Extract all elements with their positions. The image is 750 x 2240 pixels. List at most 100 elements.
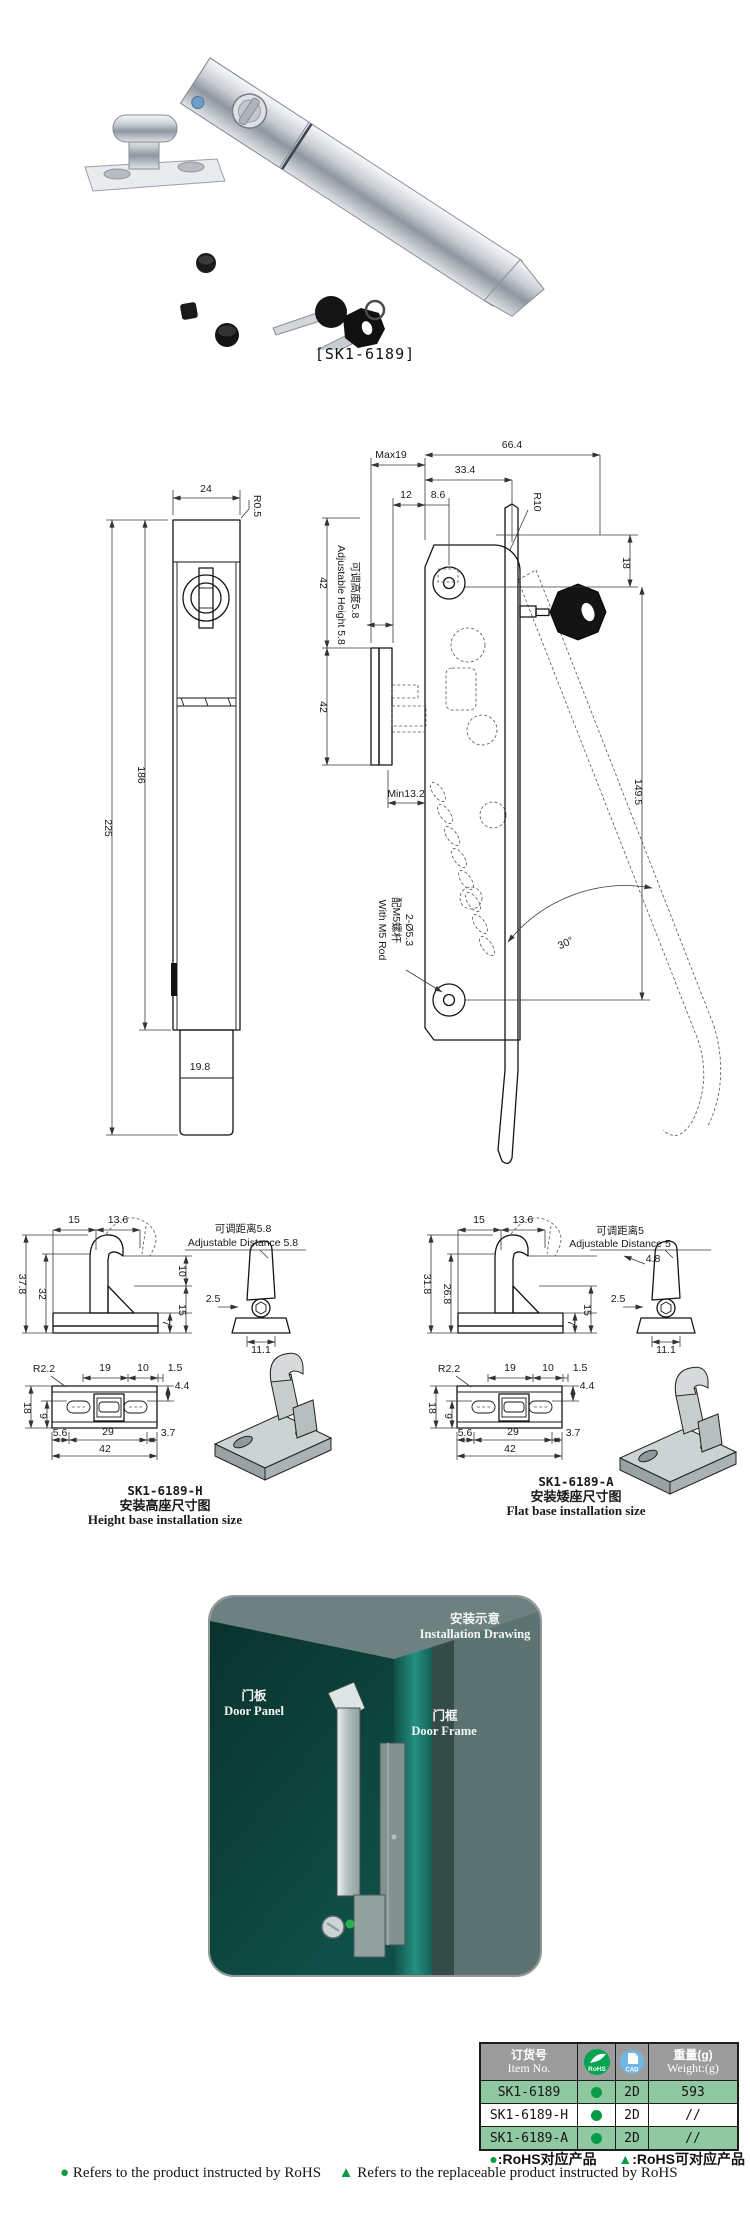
cad-cell: 2D <box>615 2081 648 2103</box>
h-dim-25: 2.5 <box>206 1293 221 1305</box>
rohs-cell <box>577 2104 615 2126</box>
h-dim-111: 11.1 <box>251 1344 271 1356</box>
a-dim-37: 3.7 <box>566 1427 581 1439</box>
header-weight-cn: 重量(g) <box>673 2048 713 2062</box>
h-dim-r22: R2.2 <box>33 1363 55 1375</box>
install-title-en: Installation Drawing <box>420 1627 532 1641</box>
a-dim-318: 31.8 <box>421 1274 433 1295</box>
base-plan-geometry <box>25 1374 174 1460</box>
adj-height-en: Adjustable Height 5.8 <box>335 545 347 645</box>
rohs-cell <box>577 2127 615 2149</box>
triangle-symbol: ▲ <box>338 2165 354 2181</box>
dim-holes: 2-Ø5.3 <box>403 914 415 946</box>
header-weight-en: Weight:(g) <box>667 2061 719 2075</box>
h-dim-15: 15 <box>68 1214 80 1226</box>
h-dim-378: 37.8 <box>16 1274 28 1295</box>
rohs-legend-en: ● Refers to the product instructed by Ro… <box>60 2165 678 2182</box>
a-dim-15c: 1.5 <box>573 1362 588 1374</box>
a-dim-111: 11.1 <box>656 1344 676 1356</box>
door-frame-edge <box>432 1640 454 1975</box>
install-title-cn: 安装示意 <box>450 1611 500 1626</box>
h-dim-44: 4.4 <box>175 1380 190 1392</box>
h-title: SK1-6189-H <box>127 1483 202 1498</box>
dim-334: 33.4 <box>455 464 476 476</box>
door-frame-face <box>454 1611 540 1975</box>
bracket-photo <box>84 114 226 192</box>
key <box>519 583 607 641</box>
header-rohs: RoHS <box>577 2044 615 2080</box>
lock-plate <box>424 544 521 1041</box>
cad-cell: 2D <box>615 2104 648 2126</box>
a-dim-9: 9 <box>442 1413 454 1419</box>
rohs-compliant-dot <box>591 2109 602 2121</box>
legend-tri-cn: :RoHS可对应产品 <box>632 2151 745 2167</box>
weight-cell: 593 <box>648 2081 737 2103</box>
order-table-header: 订货号 Item No. RoHS CAD 重量(g) <box>481 2044 737 2080</box>
h-dim-10: 10 <box>176 1265 188 1277</box>
header-item-en: Item No. <box>507 2061 551 2075</box>
adjustable-bracket <box>370 647 427 766</box>
caps-photo <box>180 253 239 347</box>
h-adj-cn: 可调距离5.8 <box>215 1222 272 1235</box>
dim-225: 225 <box>102 819 114 837</box>
dim-1495: 149.5 <box>632 779 644 805</box>
front-view: 24 R0.5 225 186 19.8 <box>102 483 263 1136</box>
dim-86: 8.6 <box>431 489 446 501</box>
swung-handle-ghost <box>517 569 722 1136</box>
h-dim-19: 19 <box>99 1362 111 1374</box>
a-adj-cn: 可调距离5 <box>596 1224 644 1237</box>
base-elevation-geometry <box>22 1217 306 1347</box>
a-dim-25: 2.5 <box>611 1293 626 1305</box>
a-dim-19: 19 <box>504 1362 516 1374</box>
h-dim-7: 7 <box>160 1320 172 1326</box>
base-isometric <box>213 1352 333 1481</box>
dim-198: 19.8 <box>190 1061 211 1073</box>
table-row: SK1-6189 2D 593 <box>481 2080 737 2103</box>
order-table: 订货号 Item No. RoHS CAD 重量(g) <box>479 2042 739 2151</box>
h-adj-en: Adjustable Distance 5.8 <box>188 1237 298 1249</box>
h-sub-en: Height base installation size <box>88 1512 242 1527</box>
a-title: SK1-6189-A <box>538 1474 614 1489</box>
item-cell: SK1-6189-H <box>489 2107 569 2123</box>
keys-photo <box>272 296 386 350</box>
header-weight: 重量(g) Weight:(g) <box>648 2044 737 2080</box>
rod-cn: 配M5螺杆 <box>390 897 403 944</box>
dim-12: 12 <box>400 489 412 501</box>
cad-icon: CAD <box>620 2050 644 2074</box>
a-dim-48: 4.8 <box>646 1253 661 1265</box>
header-cad: CAD <box>615 2044 648 2080</box>
dim-18: 18 <box>620 557 632 569</box>
h-dim-29: 29 <box>102 1426 114 1438</box>
rohs-compliant-dot <box>591 2132 602 2144</box>
dim-664: 66.4 <box>502 439 523 451</box>
rohs-icon: RoHS <box>583 2049 610 2075</box>
dim-42b: 42 <box>317 701 329 713</box>
legend-dot-en: Refers to the product instructed by RoHS <box>72 2165 322 2181</box>
a-sub-cn: 安装矮座尺寸图 <box>530 1489 621 1504</box>
h-dim-42: 42 <box>99 1443 111 1455</box>
rohs-legend-cn: ●:RoHS对应产品 ▲:RoHS可对应产品 <box>489 2149 745 2169</box>
h-dim-32: 32 <box>36 1288 48 1300</box>
header-item: 订货号 Item No. <box>481 2044 577 2080</box>
a-dim-29: 29 <box>507 1426 519 1438</box>
installed-handle <box>321 1681 406 1958</box>
a-dim-15r: 15 <box>581 1304 593 1316</box>
a-dim-56: 5.6 <box>458 1427 473 1439</box>
a-dim-10b: 10 <box>542 1362 554 1374</box>
dim-r05: R0.5 <box>251 495 263 517</box>
h-dim-37: 3.7 <box>161 1427 176 1439</box>
h-dim-15c: 1.5 <box>168 1362 183 1374</box>
legend-tri-en: Refers to the replaceable product instru… <box>357 2165 678 2181</box>
dim-max19: Max19 <box>375 449 407 461</box>
internal-mechanism <box>430 568 507 956</box>
door-panel-label-en: Door Panel <box>224 1704 284 1718</box>
rohs-cell <box>577 2081 615 2103</box>
dot-symbol: ● <box>489 2151 498 2167</box>
handle-photo <box>179 57 545 317</box>
legend-dot-cn: :RoHS对应产品 <box>497 2151 597 2167</box>
svg-text:RoHS: RoHS <box>588 2066 606 2073</box>
a-dim-42: 42 <box>504 1443 516 1455</box>
h-dim-9: 9 <box>37 1413 49 1419</box>
table-row: SK1-6189-H 2D // <box>481 2103 737 2126</box>
